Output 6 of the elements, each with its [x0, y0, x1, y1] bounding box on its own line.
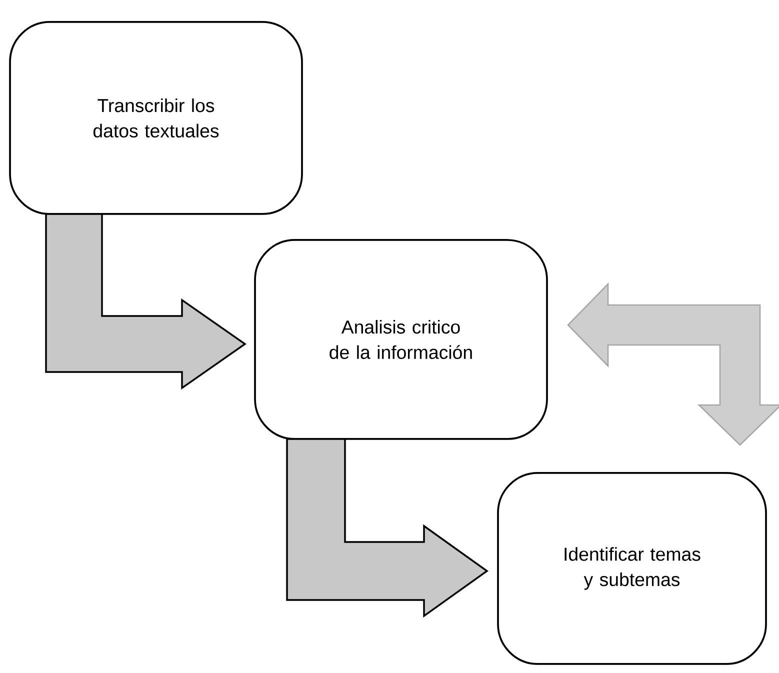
process-box: Identificar temas y subtemas: [497, 472, 767, 665]
arrow: [45, 213, 247, 390]
arrow: [286, 438, 488, 618]
arrow: [567, 282, 779, 446]
process-box: Transcribir los datos textuales: [9, 21, 303, 215]
process-box: Analisis critico de la información: [254, 239, 548, 440]
